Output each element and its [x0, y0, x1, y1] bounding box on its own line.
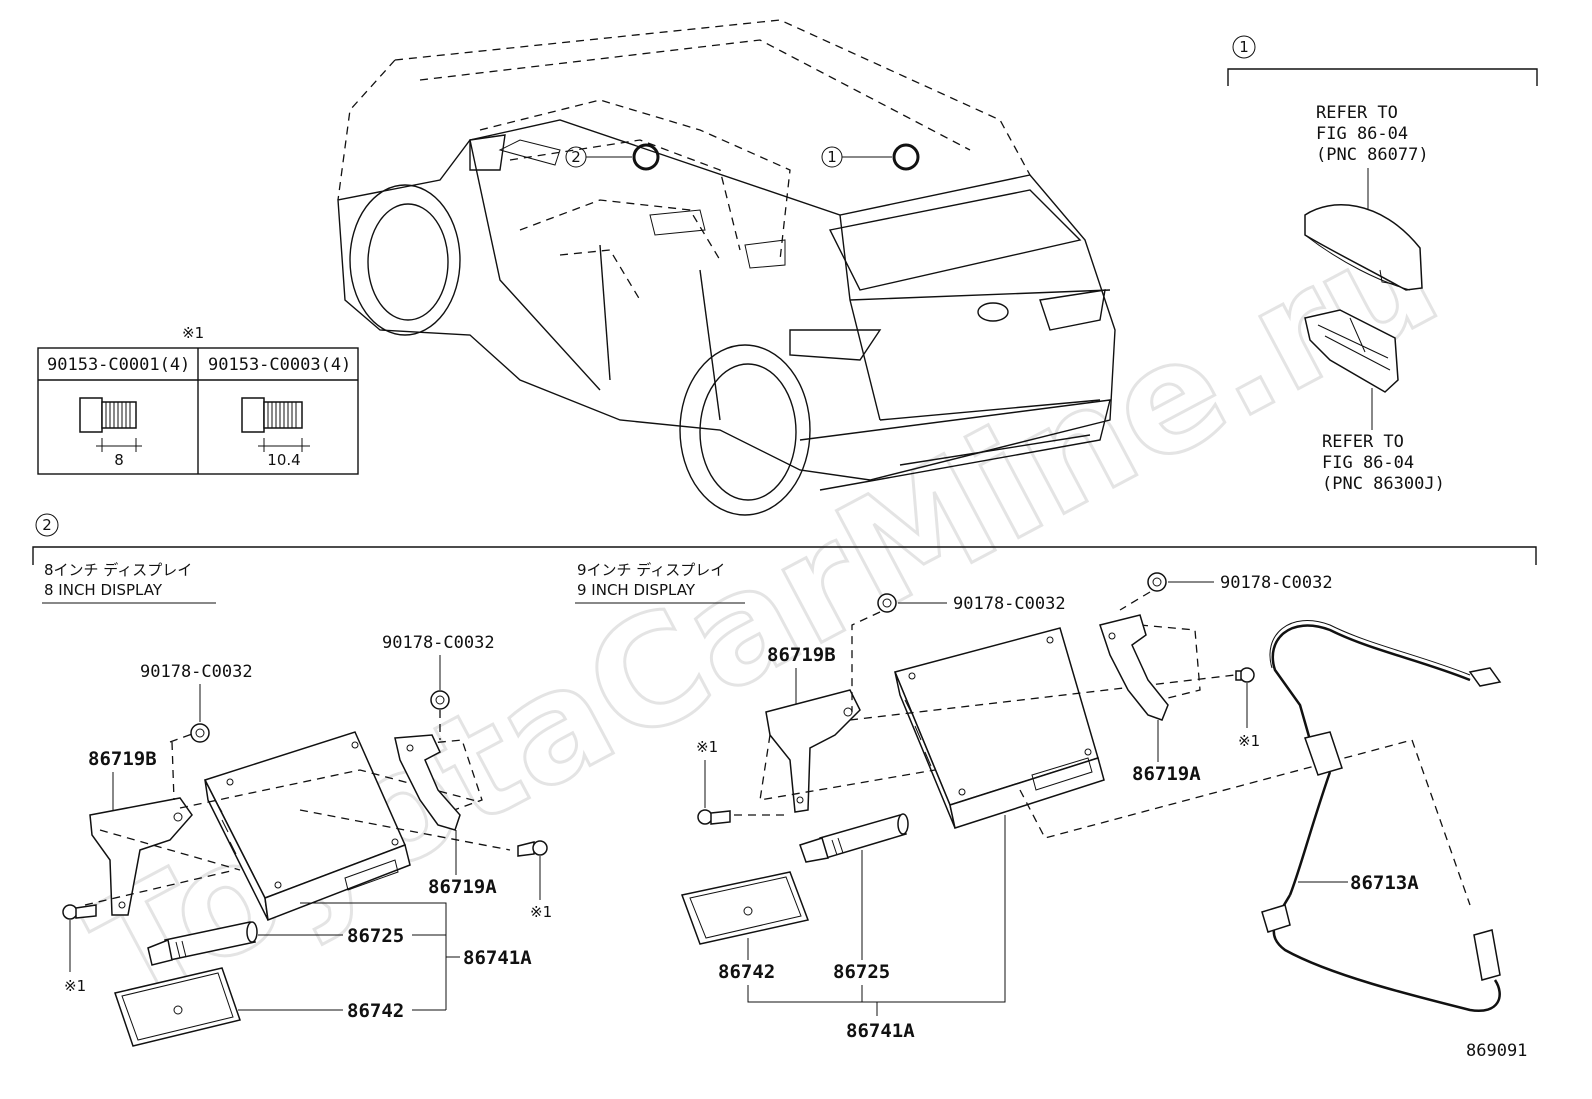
cover-plate-icon	[680, 871, 810, 945]
nine-inch-title-en: 9 INCH DISPLAY	[577, 581, 696, 599]
ref-2-line1: REFER TO	[1322, 432, 1404, 452]
section-2-marker: 2	[42, 516, 52, 534]
fastener-table: ※1 90153-C0001(4) 90153-C0003(4) 8 10.4	[37, 324, 359, 475]
eight-inch-display-group: 8インチ ディスプレイ 8 INCH DISPLAY 90178-C0032 9…	[42, 561, 552, 1047]
antenna-base-icon	[1304, 309, 1399, 393]
vehicle-callout-1: 1	[827, 148, 837, 166]
bolt-icon	[241, 397, 310, 452]
eight-inch-title-jp: 8インチ ディスプレイ	[44, 561, 192, 579]
fastener-part-1: 90153-C0001(4)	[47, 355, 190, 375]
nine-nut-a-label: 90178-C0032	[953, 594, 1066, 614]
eight-mark-right: ※1	[530, 903, 552, 921]
bracket-a-icon	[1099, 614, 1169, 721]
vehicle-illustration: 1 2	[337, 19, 1116, 516]
screw-icon	[1235, 667, 1255, 683]
eight-inch-title-en: 8 INCH DISPLAY	[44, 581, 163, 599]
eight-nut-a-label: 90178-C0032	[140, 662, 253, 682]
nine-cable-label: 86713A	[1350, 872, 1419, 894]
bolt-icon	[79, 397, 142, 452]
section-1: 1 REFER TO FIG 86-04 (PNC 86077) REFER T…	[1227, 35, 1538, 494]
nut-icon	[877, 593, 897, 613]
nine-inch-display-group: 9インチ ディスプレイ 9 INCH DISPLAY 90178-C0032 9…	[575, 561, 1502, 1042]
shark-fin-antenna-icon	[1304, 204, 1423, 291]
nine-nut-b-label: 90178-C0032	[1220, 573, 1333, 593]
ref-2-line3: (PNC 86300J)	[1322, 474, 1445, 494]
fastener-table-note: ※1	[182, 324, 204, 342]
ref-1-line2: FIG 86-04	[1316, 124, 1408, 144]
fastener-dim-1: 8	[114, 451, 124, 469]
ref-2-line2: FIG 86-04	[1322, 453, 1414, 473]
ref-1-line1: REFER TO	[1316, 103, 1398, 123]
nut-icon	[430, 690, 450, 710]
eight-plate-label: 86742	[347, 1000, 404, 1022]
nine-plate-label: 86742	[718, 961, 775, 983]
eight-bracket-a-label: 86719A	[428, 876, 497, 898]
nine-bracket-b-label: 86719B	[767, 644, 836, 666]
bracket-a-icon	[394, 734, 461, 831]
screw-icon	[62, 904, 97, 920]
display-unit-icon	[203, 731, 411, 922]
display-unit-icon	[893, 627, 1105, 829]
nine-bracket-a-label: 86719A	[1132, 763, 1201, 785]
cover-plate-icon	[114, 967, 241, 1047]
eight-bracket-b-label: 86719B	[88, 748, 157, 770]
screw-icon	[697, 809, 731, 825]
antenna-connector-cylinder-icon	[799, 813, 909, 863]
fastener-dim-2: 10.4	[267, 451, 300, 469]
screw-icon	[517, 840, 548, 857]
nut-icon	[190, 723, 210, 743]
bracket-b-icon	[765, 689, 861, 813]
nine-mark-left: ※1	[696, 738, 718, 756]
eight-cylinder-label: 86725	[347, 925, 404, 947]
section-2: 2	[32, 513, 1537, 565]
ref-1-line3: (PNC 86077)	[1316, 145, 1429, 165]
eight-mark-left: ※1	[64, 977, 86, 995]
antenna-cable-icon	[1261, 620, 1502, 1013]
figure-number: 869091	[1466, 1041, 1527, 1061]
section-1-marker: 1	[1239, 38, 1249, 56]
eight-nut-b-label: 90178-C0032	[382, 633, 495, 653]
nine-inch-title-jp: 9インチ ディスプレイ	[577, 561, 725, 579]
nine-cylinder-label: 86725	[833, 961, 890, 983]
fastener-part-2: 90153-C0003(4)	[208, 355, 351, 375]
eight-assembly-label: 86741A	[463, 947, 532, 969]
vehicle-callout-2: 2	[571, 148, 581, 166]
nut-icon	[1147, 572, 1167, 592]
nine-assembly-label: 86741A	[846, 1020, 915, 1042]
nine-mark-right: ※1	[1238, 732, 1260, 750]
antenna-connector-cylinder-icon	[147, 921, 258, 966]
